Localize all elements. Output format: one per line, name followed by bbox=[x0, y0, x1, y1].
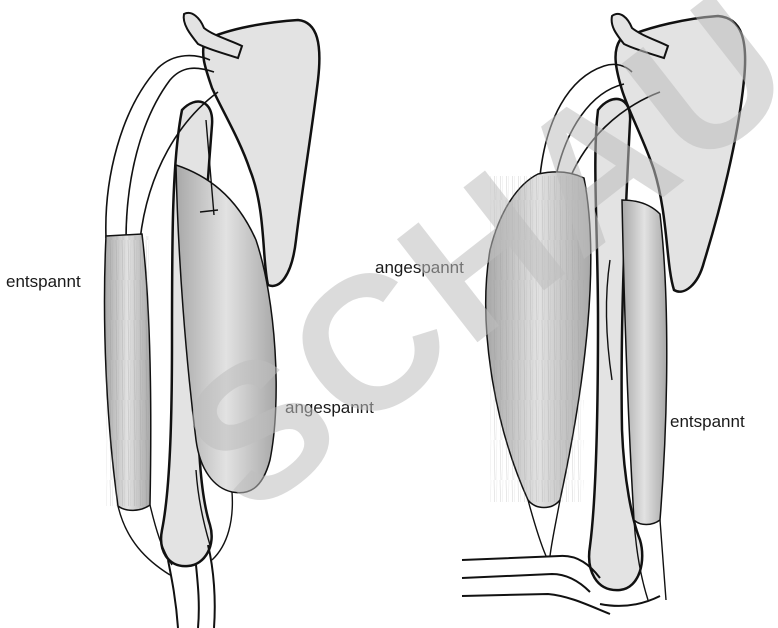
label-left-biceps-relaxed: entspannt bbox=[6, 272, 81, 292]
label-right-triceps-relaxed: entspannt bbox=[670, 412, 745, 432]
right-triceps-muscle bbox=[622, 200, 667, 525]
label-left-triceps-tensed: angespannt bbox=[285, 398, 374, 418]
left-arm bbox=[105, 13, 320, 628]
label-right-biceps-tensed: angespannt bbox=[375, 258, 464, 278]
right-arm bbox=[462, 14, 745, 614]
